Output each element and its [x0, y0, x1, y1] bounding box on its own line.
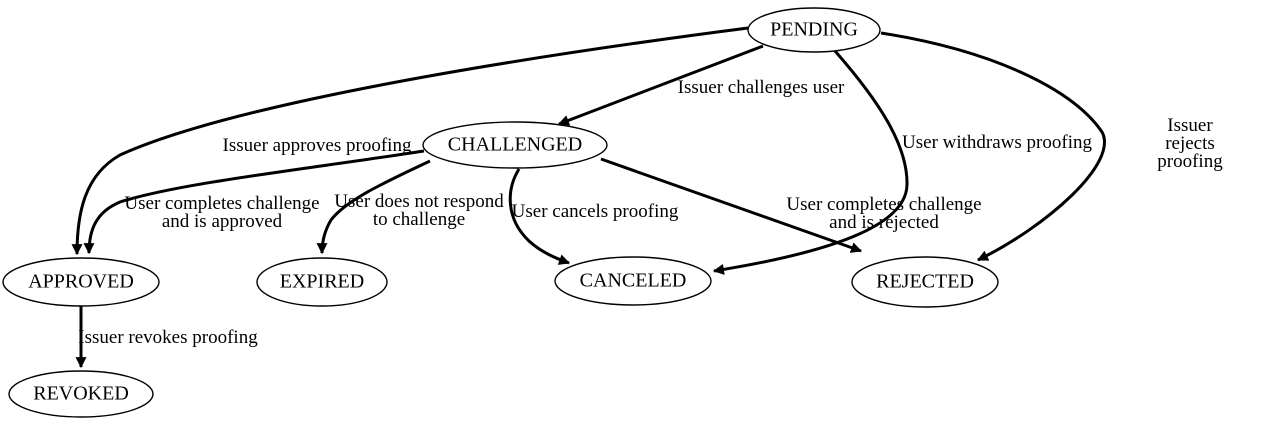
- edge-label-user-completes-approved: User completes challenge and is approved: [124, 193, 320, 232]
- node-ellipse-expired: [256, 257, 388, 307]
- node-ellipse-pending: [747, 7, 881, 53]
- node-label-approved: APPROVED: [28, 270, 134, 293]
- edge-label-issuer-approves-proofing: Issuer approves proofing: [222, 135, 412, 156]
- edge-challenged-canceled: [508, 168, 571, 265]
- edge-label-user-does-not-respond: User does not respond to challenge: [334, 191, 504, 230]
- edge-label-user-withdraws-proofing: User withdraws proofing: [902, 132, 1092, 153]
- node-ellipse-revoked: [8, 370, 154, 418]
- edge-label-user-completes-rejected: User completes challenge and is rejected: [786, 194, 982, 233]
- node-label-rejected: REJECTED: [876, 270, 974, 293]
- edge-label-issuer-revokes-proofing: Issuer revokes proofing: [78, 327, 258, 348]
- edge-pending-canceled: [712, 50, 909, 275]
- node-label-pending: PENDING: [770, 18, 858, 41]
- node-ellipse-rejected: [851, 256, 999, 308]
- edge-pending-challenged: [557, 44, 764, 126]
- node-label-expired: EXPIRED: [279, 270, 365, 293]
- edge-label-issuer-challenges-user: Issuer challenges user: [677, 77, 845, 98]
- edge-challenged-approved: [83, 149, 425, 255]
- node-label-challenged: CHALLENGED: [447, 133, 583, 156]
- edge-challenged-expired: [316, 159, 431, 255]
- edge-label-issuer-rejects-proofing: Issuer rejects proofing: [1157, 115, 1223, 172]
- node-label-canceled: CANCELED: [579, 269, 687, 292]
- node-label-revoked: REVOKED: [33, 382, 129, 405]
- edge-label-user-cancels-proofing: User cancels proofing: [511, 201, 679, 222]
- node-ellipse-canceled: [554, 256, 712, 306]
- edge-pending-rejected: [880, 31, 1106, 262]
- edge-pending-approved: [71, 26, 749, 256]
- edge-challenged-rejected: [600, 157, 863, 253]
- node-ellipse-challenged: [422, 121, 608, 169]
